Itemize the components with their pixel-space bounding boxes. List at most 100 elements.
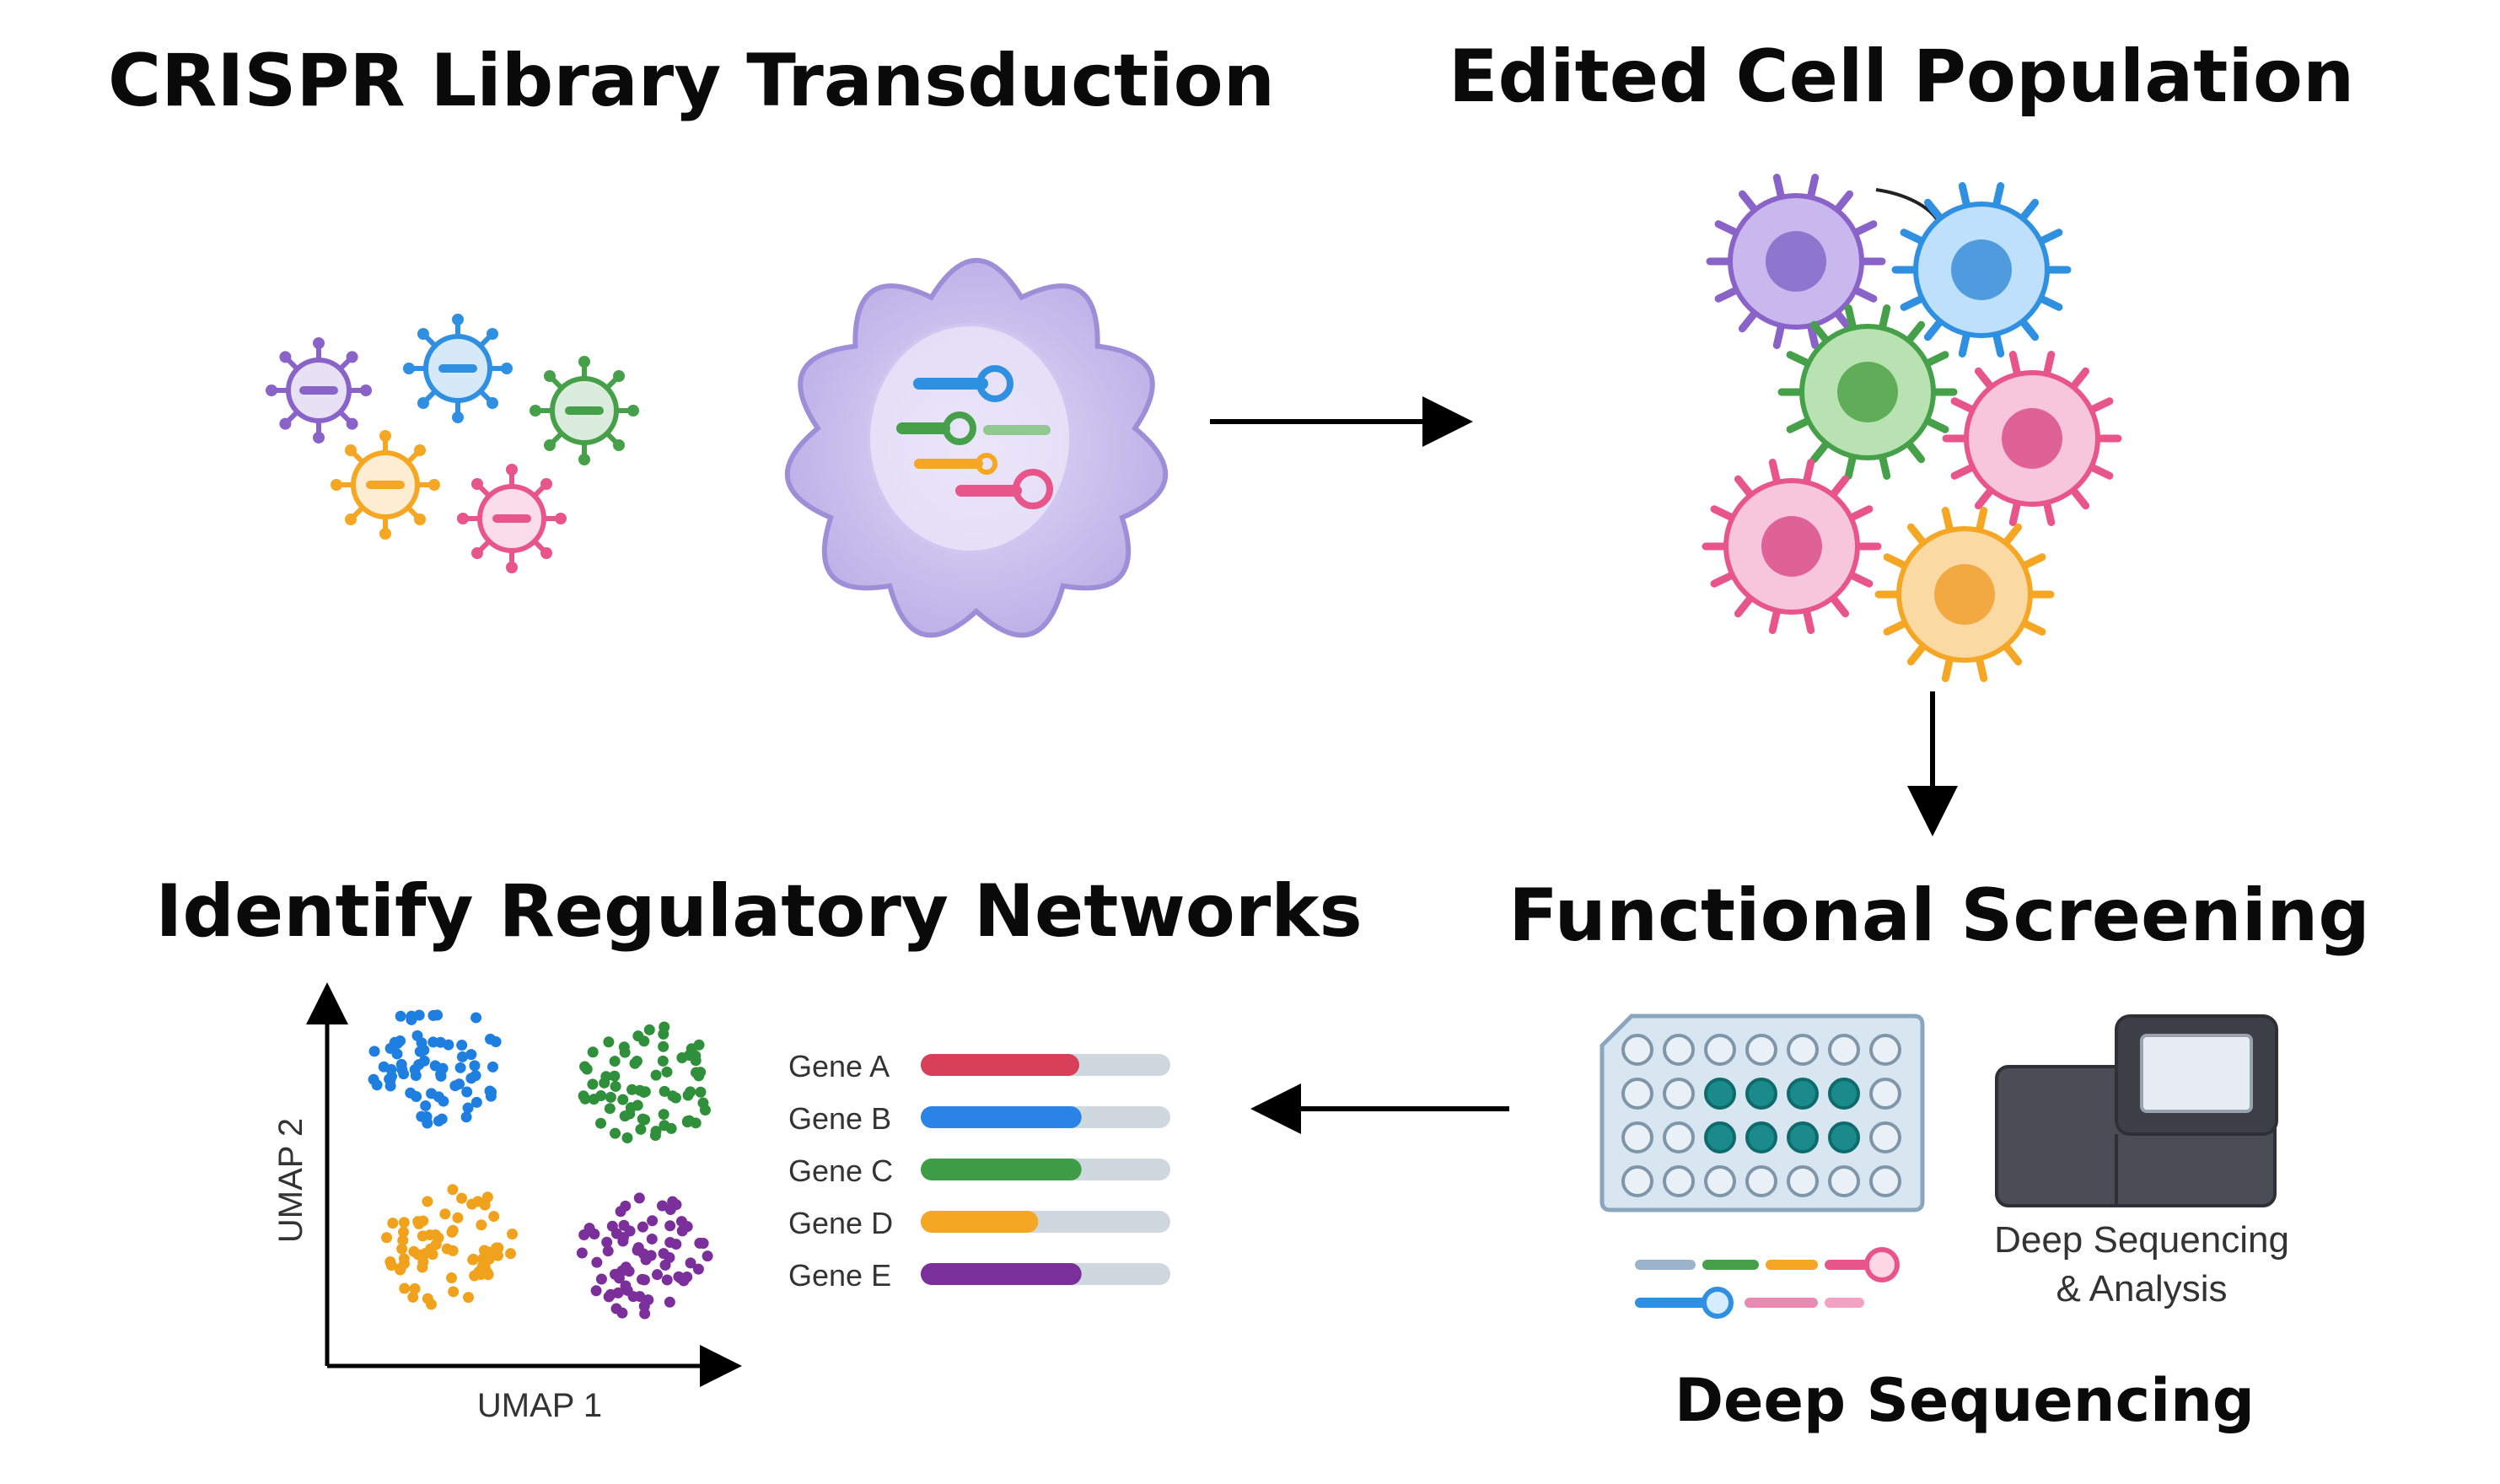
umap-point — [661, 1274, 673, 1286]
well — [1869, 1078, 1901, 1110]
well — [1621, 1121, 1653, 1153]
umap-point — [664, 1220, 676, 1232]
well — [1704, 1165, 1736, 1197]
umap-point — [658, 1248, 669, 1260]
umap-point — [579, 1061, 591, 1073]
umap-point — [447, 1224, 459, 1236]
well — [1663, 1078, 1695, 1110]
umap-point — [578, 1090, 589, 1102]
umap-point — [685, 1257, 696, 1269]
umap-point — [391, 1048, 403, 1060]
edited-cell-orange — [1874, 507, 2055, 682]
umap-point — [470, 1012, 482, 1024]
well — [1621, 1078, 1653, 1110]
umap-point — [487, 1061, 498, 1073]
umap-point — [481, 1266, 493, 1278]
umap-point — [651, 1269, 663, 1281]
edited-cell-purple — [1706, 174, 1886, 349]
umap-point — [507, 1229, 519, 1240]
umap-point — [695, 1067, 707, 1078]
title-edited-population: Edited Cell Population — [1449, 35, 2354, 119]
guide-rna-pink — [955, 469, 1053, 509]
umap-point — [637, 1273, 648, 1285]
umap-point — [368, 1046, 380, 1057]
umap-point — [635, 1123, 647, 1135]
umap-x-label: UMAP 1 — [477, 1387, 602, 1424]
umap-point — [599, 1077, 610, 1089]
well-grid — [1621, 1034, 1901, 1197]
gene-bar-row: Gene D — [788, 1206, 1170, 1240]
umap-point — [407, 1291, 419, 1303]
umap-point — [693, 1039, 705, 1051]
umap-point — [633, 1192, 645, 1204]
umap-point — [576, 1247, 588, 1259]
umap-point — [606, 1220, 618, 1232]
umap-point — [602, 1245, 614, 1257]
umap-point — [642, 1294, 654, 1306]
umap-point — [465, 1073, 477, 1084]
umap-point — [620, 1280, 632, 1292]
title-regulatory-networks: Identify Regulatory Networks — [155, 869, 1362, 954]
umap-point — [456, 1192, 468, 1204]
gene-bar-row: Gene A — [788, 1049, 1170, 1083]
umap-point — [664, 1296, 675, 1308]
title-functional-screening: Functional Screening — [1508, 874, 2370, 958]
gene-label: Gene B — [788, 1101, 891, 1136]
umap-plot: UMAP 1 UMAP 2 — [272, 982, 742, 1424]
well — [1621, 1165, 1653, 1197]
umap-point — [492, 1250, 503, 1261]
umap-point — [505, 1248, 517, 1260]
edited-cell-green — [1777, 304, 1958, 480]
umap-point — [695, 1086, 707, 1098]
umap-point — [454, 1062, 466, 1073]
virus-particles-group — [266, 314, 639, 573]
umap-point — [384, 1255, 396, 1267]
umap-point — [634, 1084, 646, 1096]
edited-cell-pink-2 — [1702, 459, 1882, 634]
umap-point — [470, 1096, 482, 1108]
deep-sequencing-label: Deep Sequencing — [1675, 1366, 2255, 1435]
umap-point — [467, 1253, 479, 1265]
well — [1828, 1078, 1860, 1110]
umap-point — [477, 1253, 489, 1265]
umap-point — [595, 1117, 607, 1129]
umap-point — [650, 1126, 662, 1137]
umap-point — [643, 1024, 655, 1035]
umap-point — [447, 1184, 459, 1196]
umap-point — [411, 1030, 423, 1041]
well — [1745, 1165, 1777, 1197]
well — [1828, 1165, 1860, 1197]
umap-cluster-blue — [368, 1009, 502, 1129]
umap-point — [610, 1127, 621, 1139]
guide-rna-orange — [914, 453, 997, 475]
umap-point — [578, 1229, 590, 1241]
umap-point — [410, 1070, 422, 1082]
umap-point — [637, 1113, 648, 1125]
umap-point — [670, 1239, 682, 1250]
umap-point — [603, 1291, 615, 1303]
umap-point — [422, 1196, 433, 1207]
umap-point — [681, 1271, 693, 1282]
umap-point — [414, 1046, 426, 1057]
umap-cluster-purple — [576, 1192, 713, 1320]
umap-point — [659, 1259, 671, 1271]
umap-point — [425, 1243, 437, 1255]
umap-point — [615, 1206, 626, 1218]
umap-point — [411, 1091, 422, 1103]
umap-point — [478, 1245, 490, 1256]
virus-particle-orange — [331, 430, 440, 540]
well — [1787, 1121, 1819, 1153]
umap-point — [697, 1237, 709, 1249]
umap-point — [603, 1036, 615, 1048]
umap-point — [448, 1286, 460, 1298]
umap-point — [658, 1028, 669, 1040]
umap-point — [439, 1208, 451, 1220]
gene-label: Gene E — [788, 1258, 891, 1293]
umap-point — [456, 1051, 468, 1062]
umap-point — [657, 1055, 669, 1067]
umap-point — [488, 1211, 500, 1223]
umap-point — [637, 1248, 649, 1260]
umap-point — [396, 1063, 408, 1075]
umap-point — [452, 1212, 464, 1223]
